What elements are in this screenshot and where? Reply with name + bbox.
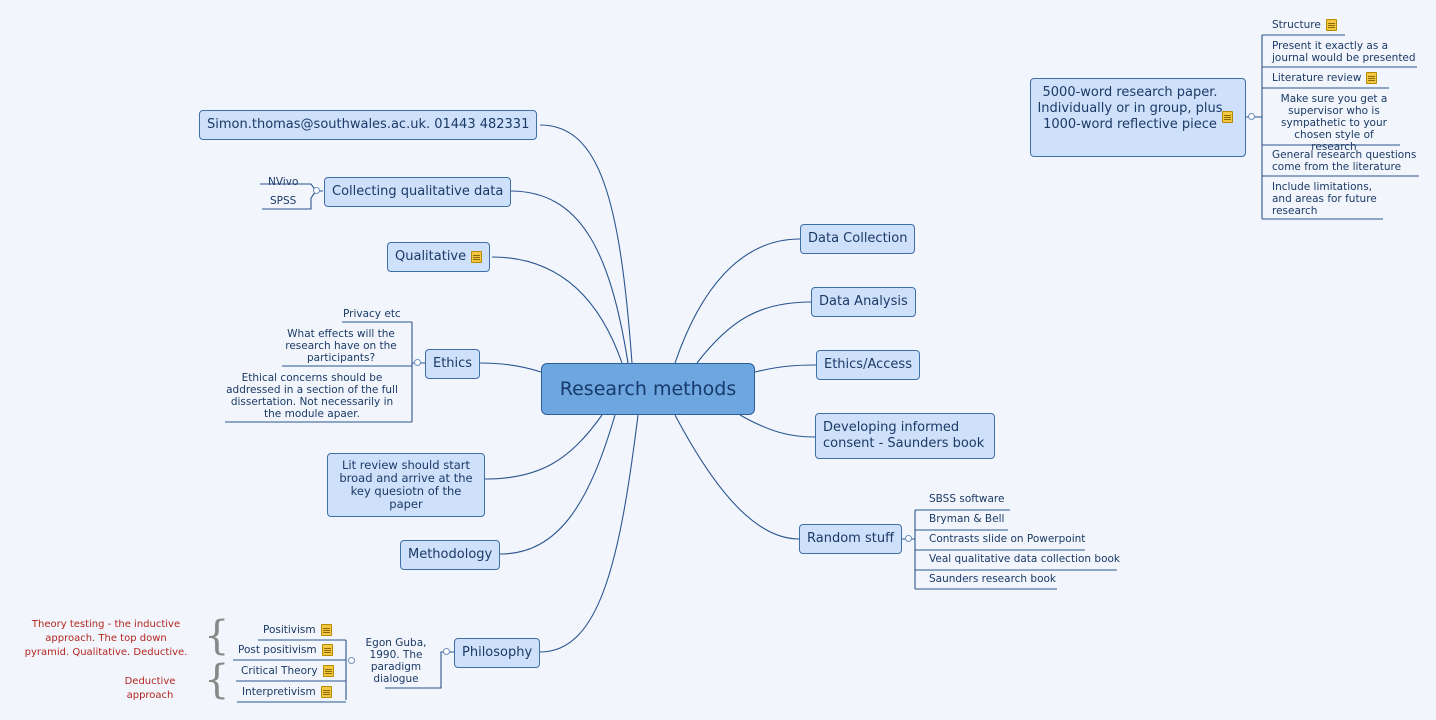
paper-leaf-present[interactable]: Present it exactly as a journal would be… xyxy=(1272,40,1416,64)
random-leaf-4[interactable]: Veal qualitative data collection book xyxy=(929,553,1120,565)
collapse-icon[interactable] xyxy=(443,648,450,655)
random-leaf-1[interactable]: SBSS software xyxy=(929,493,1005,505)
collapse-icon[interactable] xyxy=(414,359,421,366)
note-icon[interactable] xyxy=(321,644,333,656)
ethics-leaf-privacy[interactable]: Privacy etc xyxy=(343,308,401,320)
leaf-positivism[interactable]: Positivism xyxy=(263,624,332,636)
ethics-leaf-concerns[interactable]: Ethical concerns should be addressed in … xyxy=(226,372,398,420)
random-leaf-2[interactable]: Bryman & Bell xyxy=(929,513,1005,525)
qualitative-node[interactable]: Qualitative xyxy=(387,242,491,272)
leaf-post-positivism[interactable]: Post positivism xyxy=(238,644,333,656)
random-leaf-5[interactable]: Saunders research book xyxy=(929,573,1057,585)
note-icon[interactable] xyxy=(1366,72,1378,84)
note-icon[interactable] xyxy=(320,686,332,698)
leaf-interpretivism-label: Interpretivism xyxy=(242,686,316,698)
ethics-node[interactable]: Ethics xyxy=(425,349,481,379)
litreview-node[interactable]: Lit review should start broad and arrive… xyxy=(327,453,485,517)
leaf-positivism-label: Positivism xyxy=(263,624,316,636)
paper-leaf-litreview[interactable]: Literature review xyxy=(1272,72,1378,84)
philosophy-node[interactable]: Philosophy xyxy=(454,638,541,668)
consent-node[interactable]: Developing informed consent - Saunders b… xyxy=(815,413,995,459)
collapse-icon[interactable] xyxy=(313,187,320,194)
methodology-node[interactable]: Methodology xyxy=(400,540,501,570)
brace-icon: { xyxy=(204,657,230,703)
leaf-spss[interactable]: SPSS xyxy=(270,195,297,207)
paper-leaf-structure[interactable]: Structure xyxy=(1272,19,1337,31)
random-stuff-node[interactable]: Random stuff xyxy=(799,524,903,554)
collecting-node[interactable]: Collecting qualitative data xyxy=(324,177,512,207)
ethics-leaf-effects[interactable]: What effects will the research have on t… xyxy=(285,328,397,364)
philosophy-note-2: Deductive approach xyxy=(124,676,176,701)
philosophy-note-1: Theory testing - the inductive approach.… xyxy=(24,619,188,658)
paper-leaf-limitations[interactable]: Include limitations, and areas for futur… xyxy=(1272,181,1377,217)
leaf-nvivo[interactable]: NVivo xyxy=(268,176,299,188)
note-icon[interactable] xyxy=(1222,111,1233,123)
data-analysis-node[interactable]: Data Analysis xyxy=(811,287,916,317)
paper-leaf-questions[interactable]: General research questions come from the… xyxy=(1272,149,1417,173)
philosophy-sub[interactable]: Egon Guba, 1990. The paradigm dialogue xyxy=(365,637,427,685)
collapse-icon[interactable] xyxy=(1248,113,1255,120)
collapse-icon[interactable] xyxy=(348,657,355,664)
qualitative-label: Qualitative xyxy=(395,249,467,264)
leaf-interpretivism[interactable]: Interpretivism xyxy=(242,686,332,698)
leaf-critical-theory[interactable]: Critical Theory xyxy=(241,665,334,677)
collapse-icon[interactable] xyxy=(905,535,912,542)
note-icon[interactable] xyxy=(322,665,334,677)
random-leaf-3[interactable]: Contrasts slide on Powerpoint xyxy=(929,533,1086,545)
contact-node[interactable]: Simon.thomas@southwales.ac.uk. 01443 482… xyxy=(199,110,538,140)
brace-icon: { xyxy=(204,613,230,659)
note-icon[interactable] xyxy=(1325,19,1337,31)
leaf-critical-theory-label: Critical Theory xyxy=(241,665,318,677)
paper-leaf-structure-label: Structure xyxy=(1272,19,1321,31)
paper-leaf-supervisor[interactable]: Make sure you get a supervisor who is sy… xyxy=(1280,93,1388,153)
paper-label: 5000-word research paper. Individually o… xyxy=(1037,85,1223,132)
note-icon[interactable] xyxy=(320,624,332,636)
data-collection-node[interactable]: Data Collection xyxy=(800,224,916,254)
note-icon[interactable] xyxy=(471,250,483,263)
paper-leaf-litreview-label: Literature review xyxy=(1272,72,1362,84)
ethics-access-node[interactable]: Ethics/Access xyxy=(816,350,920,380)
paper-node[interactable]: 5000-word research paper. Individually o… xyxy=(1030,78,1246,157)
central-topic[interactable]: Research methods xyxy=(541,363,755,415)
leaf-post-positivism-label: Post positivism xyxy=(238,644,317,656)
